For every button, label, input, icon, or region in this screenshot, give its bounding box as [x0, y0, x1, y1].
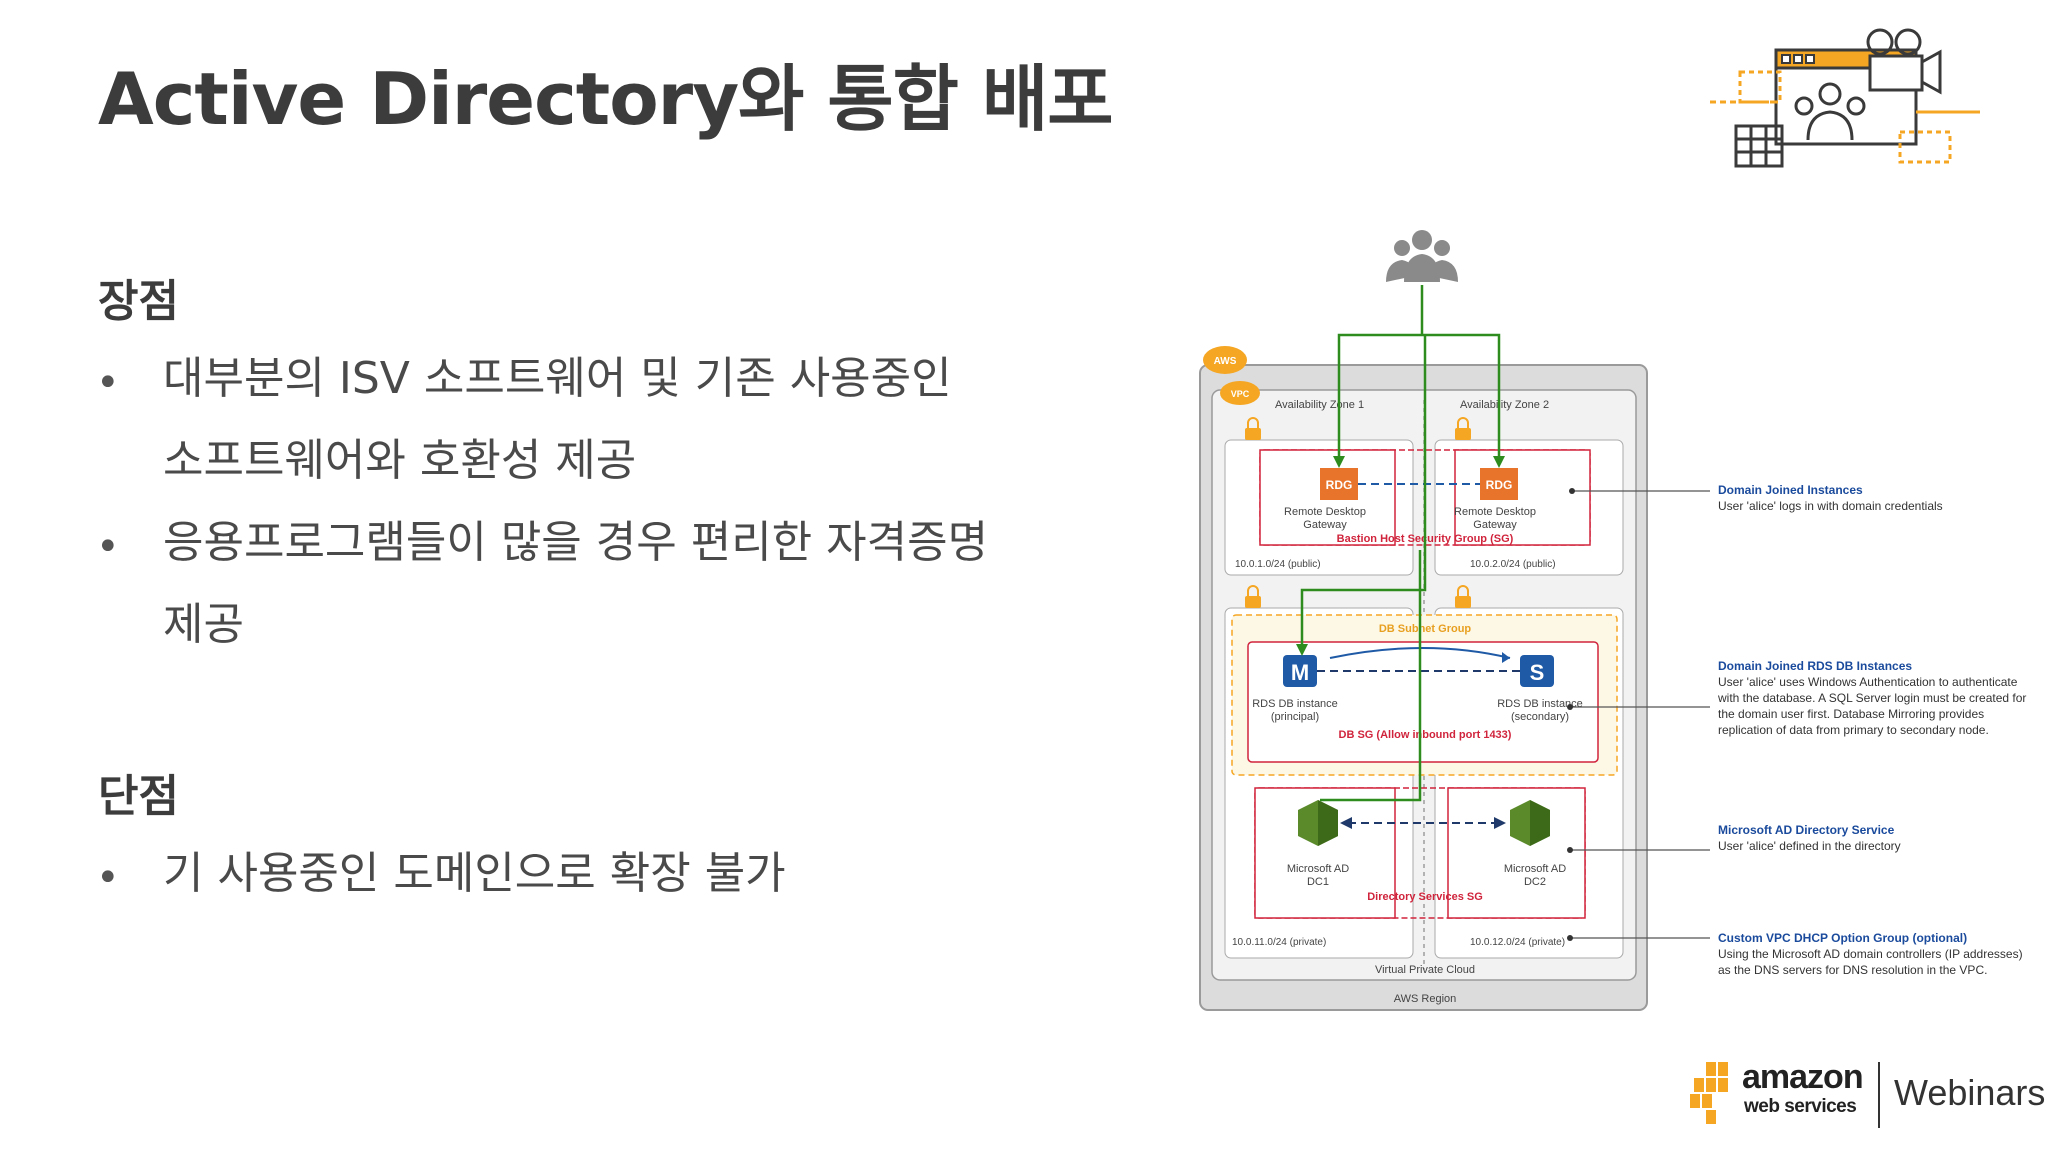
ad1-label-1: Microsoft AD [1287, 863, 1349, 875]
lock-icon [1455, 585, 1471, 608]
pros-item-1-line2: 소프트웨어와 호환성 제공 [163, 435, 637, 486]
region-label: AWS Region [1394, 993, 1457, 1005]
pros-item-1-line1: 대부분의 ISV 소프트웨어 및 기존 사용중인 [163, 353, 952, 404]
pros-item-2-line1: 응용프로그램들이 많을 경우 편리한 자격증명 [163, 517, 989, 568]
lock-icon [1245, 417, 1261, 440]
rdg1-label-2: Gateway [1303, 519, 1347, 531]
annotation-dhcp-option: Custom VPC DHCP Option Group (optional) … [1718, 930, 2038, 978]
users-icon [1386, 230, 1458, 282]
annotation-heading: Microsoft AD Directory Service [1718, 823, 1895, 837]
annotation-domain-joined-instances: Domain Joined Instances User 'alice' log… [1718, 482, 2038, 514]
az1-label: Availability Zone 1 [1275, 399, 1364, 411]
bullet-symbol: • [96, 524, 120, 570]
aws-webinars-logo: amazon web services Webinars [1690, 1058, 2045, 1138]
ad-dc1-icon [1298, 800, 1338, 846]
annotation-rds-instances: Domain Joined RDS DB Instances User 'ali… [1718, 658, 2038, 738]
rdg2-tag: RDG [1486, 478, 1513, 492]
subnet-priv2-label: 10.0.12.0/24 (private) [1470, 937, 1565, 948]
cons-item-1: 기 사용중인 도메인으로 확장 불가 [163, 833, 786, 915]
rds-principal-icon: M [1283, 655, 1317, 687]
rds-m-tag: M [1291, 660, 1309, 685]
annotation-heading: Domain Joined RDS DB Instances [1718, 659, 1913, 673]
rdg2-label-2: Gateway [1473, 519, 1517, 531]
webinars-wordmark: Webinars [1894, 1072, 2046, 1113]
db-subnet-group-label: DB Subnet Group [1379, 623, 1472, 635]
rds-secondary-icon: S [1520, 655, 1554, 687]
rdg1-label-1: Remote Desktop [1284, 506, 1366, 518]
aws-cubes-icon [1690, 1062, 1728, 1124]
annotation-body: User 'alice' logs in with domain credent… [1718, 499, 1943, 513]
aws-badge: AWS [1214, 356, 1237, 367]
ad2-label-2: DC2 [1524, 876, 1546, 888]
vpc-badge: VPC [1231, 389, 1250, 399]
bullet-symbol: • [96, 855, 120, 901]
webinar-presenter-icon [1710, 28, 1980, 168]
vpc-cloud-icon: VPC [1220, 381, 1260, 405]
aws-cloud-icon: AWS [1203, 346, 1247, 374]
annotation-heading: Domain Joined Instances [1718, 483, 1863, 497]
ad1-label-2: DC1 [1307, 876, 1329, 888]
db-sg-label: DB SG (Allow inbound port 1433) [1339, 729, 1512, 741]
directory-sg-label: Directory Services SG [1367, 891, 1483, 903]
cons-heading: 단점 [98, 771, 179, 822]
cons-item-1-line1: 기 사용중인 도메인으로 확장 불가 [163, 848, 786, 899]
annotation-body: Using the Microsoft AD domain controller… [1718, 947, 2023, 977]
annotation-heading: Custom VPC DHCP Option Group (optional) [1718, 931, 1968, 945]
subnet-pub2-label: 10.0.2.0/24 (public) [1470, 559, 1556, 570]
annotation-ad-directory: Microsoft AD Directory Service User 'ali… [1718, 822, 2038, 854]
rds2-label-1: RDS DB instance [1497, 698, 1583, 710]
vpc-label: Virtual Private Cloud [1375, 964, 1475, 976]
rds1-label-2: (principal) [1271, 711, 1319, 723]
pros-item-1: 대부분의 ISV 소프트웨어 및 기존 사용중인 소프트웨어와 호환성 제공 [163, 338, 952, 502]
rds-s-tag: S [1530, 660, 1545, 685]
architecture-diagram: AWS VPC Availability Zone 1 Availability… [1199, 230, 1710, 1011]
rds1-label-1: RDS DB instance [1252, 698, 1338, 710]
ad-dc2-icon [1510, 800, 1550, 846]
rdg2-label-1: Remote Desktop [1454, 506, 1536, 518]
rdg1-tag: RDG [1326, 478, 1353, 492]
annotation-body: User 'alice' uses Windows Authentication… [1718, 675, 2027, 737]
subnet-priv1-label: 10.0.11.0/24 (private) [1232, 937, 1326, 948]
subnet-pub1-label: 10.0.1.0/24 (public) [1235, 559, 1321, 570]
az2-label: Availability Zone 2 [1460, 399, 1549, 411]
slide-title: Active Directory와 통합 배포 [98, 57, 1113, 141]
lock-icon [1455, 417, 1471, 440]
rdg-icon-2 [1480, 468, 1518, 500]
rds2-label-2: (secondary) [1511, 711, 1569, 723]
pros-item-2: 응용프로그램들이 많을 경우 편리한 자격증명 제공 [163, 502, 988, 666]
annotation-body: User 'alice' defined in the directory [1718, 839, 1901, 853]
pros-heading: 장점 [98, 276, 179, 327]
webservices-wordmark: web services [1744, 1096, 1857, 1117]
lock-icon [1245, 585, 1261, 608]
bullet-symbol: • [96, 360, 120, 406]
pros-item-2-line2: 제공 [163, 599, 244, 650]
ad2-label-1: Microsoft AD [1504, 863, 1566, 875]
rdg-icon-1 [1320, 468, 1358, 500]
logo-divider [1878, 1062, 1880, 1128]
amazon-wordmark: amazon [1742, 1058, 1864, 1096]
